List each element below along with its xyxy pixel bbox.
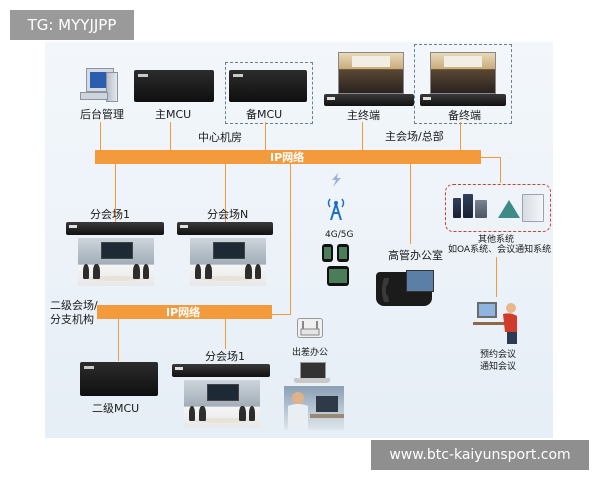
watermark-url: www.btc-kaiyunsport.com [371,440,589,470]
branch-n-codec-icon [177,222,273,235]
backup-terminal-codec-icon [420,94,506,106]
lightning-icon [327,172,347,187]
connector [100,122,101,150]
connector [500,157,501,183]
label-booking-meeting: 预约会议 [480,350,517,360]
connector [496,257,497,297]
connector [170,122,171,150]
label-branch-n: 分会场N [207,208,249,221]
connector [290,164,291,314]
label-ip-network-top: IP网络 [270,151,305,164]
connector [481,157,501,158]
remote-worker-photo [284,386,344,430]
video-phone-screen [406,270,434,292]
server-icon [463,194,473,218]
branch-1-codec-icon [66,222,164,235]
secondary-branch-codec-icon [172,364,270,377]
connector [460,122,461,150]
backup-terminal-outline [414,44,512,124]
main-terminal-codec-icon [324,94,414,106]
laptop-base [294,378,330,383]
label-backup-terminal: 备终端 [448,109,481,122]
ip-network-bar-bottom [97,305,272,319]
label-main-venue: 主会场/总部 [385,130,444,143]
branch-n-room-photo [190,238,266,286]
server-icon [453,198,461,218]
main-mcu-device-icon [134,70,214,102]
server-icon [475,200,487,218]
connector [265,122,266,150]
backup-terminal-screen-icon [430,52,496,94]
label-other-systems: 其他系统 [478,235,515,245]
label-ip-network-bottom: IP网络 [166,306,201,319]
office-worker-icon [473,298,523,346]
label-secondary-mcu: 二级MCU [92,402,140,415]
main-terminal-screen-icon [338,52,404,94]
label-branch-1: 分会场1 [90,208,130,221]
label-other-systems-examples: 如OA系统、会议通知系统 [448,245,552,255]
label-backend: 后台管理 [80,108,124,121]
connector [272,314,291,315]
server-icon [522,194,544,222]
backup-mcu-outline [225,62,313,124]
ip-network-bar-top [95,150,481,164]
branch-1-room-photo [78,238,154,286]
connector [225,164,226,222]
label-exec-office: 高管办公室 [388,249,443,262]
connector [410,164,411,244]
connector [225,319,226,349]
connector [115,164,116,222]
label-secondary-venue: 二级会场/ [50,299,98,312]
watermark-tag: TG: MYYJJPP [10,10,134,40]
label-main-mcu: 主MCU [155,108,192,121]
label-branch-office: 分支机构 [50,313,94,326]
mobile-phone-icon [337,244,349,262]
cell-tower-icon [323,196,349,221]
label-secondary-branch-1: 分会场1 [205,350,245,363]
secondary-mcu-device-icon [80,362,158,396]
connector [362,122,363,150]
label-center-room: 中心机房 [198,131,242,144]
backup-mcu-device-icon [229,70,307,102]
label-backup-mcu: 备MCU [246,108,283,121]
wifi-router-icon [297,318,323,338]
label-notify-meeting: 通知会议 [480,362,517,372]
label-main-terminal: 主终端 [347,109,380,122]
label-4g5g: 4G/5G [325,230,354,240]
connector [118,319,119,361]
other-systems-outline [445,184,551,232]
handset-icon [380,276,398,304]
label-business-trip: 出差办公 [292,348,329,358]
storage-array-icon [498,200,520,218]
tablet-icon [327,266,349,286]
mobile-phone-icon [322,244,333,262]
secondary-branch-room-photo [184,380,260,428]
